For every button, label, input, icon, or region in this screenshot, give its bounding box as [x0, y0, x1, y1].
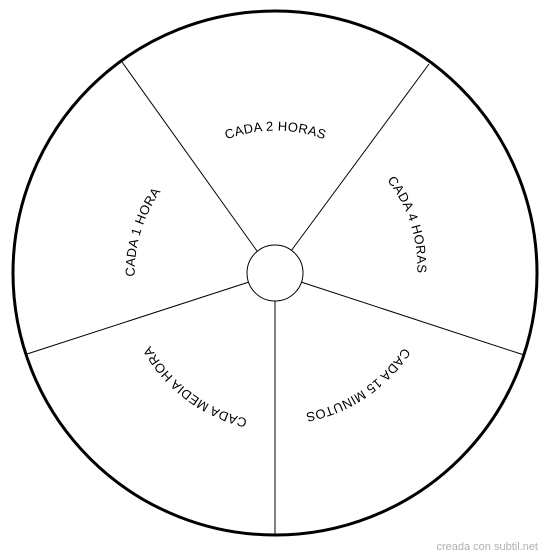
- divider-line-1: [121, 61, 258, 252]
- divider-line-5: [26, 281, 250, 355]
- center-hub: [246, 244, 304, 302]
- divider-line-3: [300, 281, 525, 356]
- watermark-text: creada con subtil.net: [436, 541, 538, 553]
- divider-line-2: [290, 63, 430, 252]
